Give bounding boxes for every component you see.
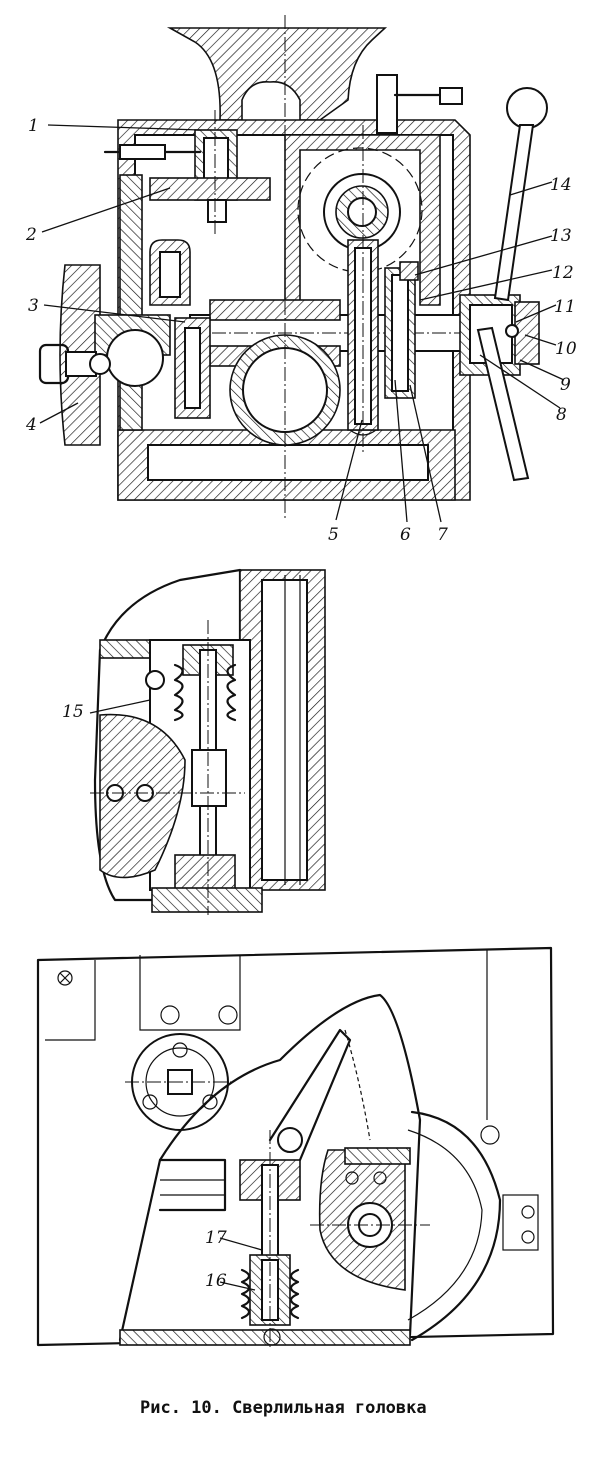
section-view-top [38, 15, 548, 520]
label-12: 12 [552, 263, 574, 283]
label-17: 17 [205, 1228, 227, 1248]
leader-lines-top [39, 124, 565, 523]
label-5: 5 [328, 525, 339, 545]
figure-caption: Рис. 10. Сверлильная головка [140, 1398, 427, 1418]
label-16: 16 [205, 1271, 227, 1291]
label-15: 15 [62, 702, 84, 722]
label-14: 14 [550, 175, 572, 195]
label-10: 10 [555, 339, 577, 359]
label-11: 11 [554, 297, 576, 317]
label-1: 1 [28, 116, 39, 136]
label-8: 8 [556, 405, 567, 425]
label-13: 13 [550, 226, 572, 246]
label-3: 3 [28, 296, 39, 316]
label-9: 9 [560, 375, 571, 395]
front-view-bottom: 17 16 [36, 946, 555, 1350]
part-labels-top: 1 2 3 4 5 6 7 8 9 10 11 12 13 14 [25, 116, 577, 545]
label-6: 6 [400, 525, 411, 545]
label-7: 7 [437, 525, 448, 545]
section-view-middle: 15 [62, 568, 326, 915]
label-2: 2 [25, 225, 37, 245]
label-4: 4 [25, 415, 37, 435]
